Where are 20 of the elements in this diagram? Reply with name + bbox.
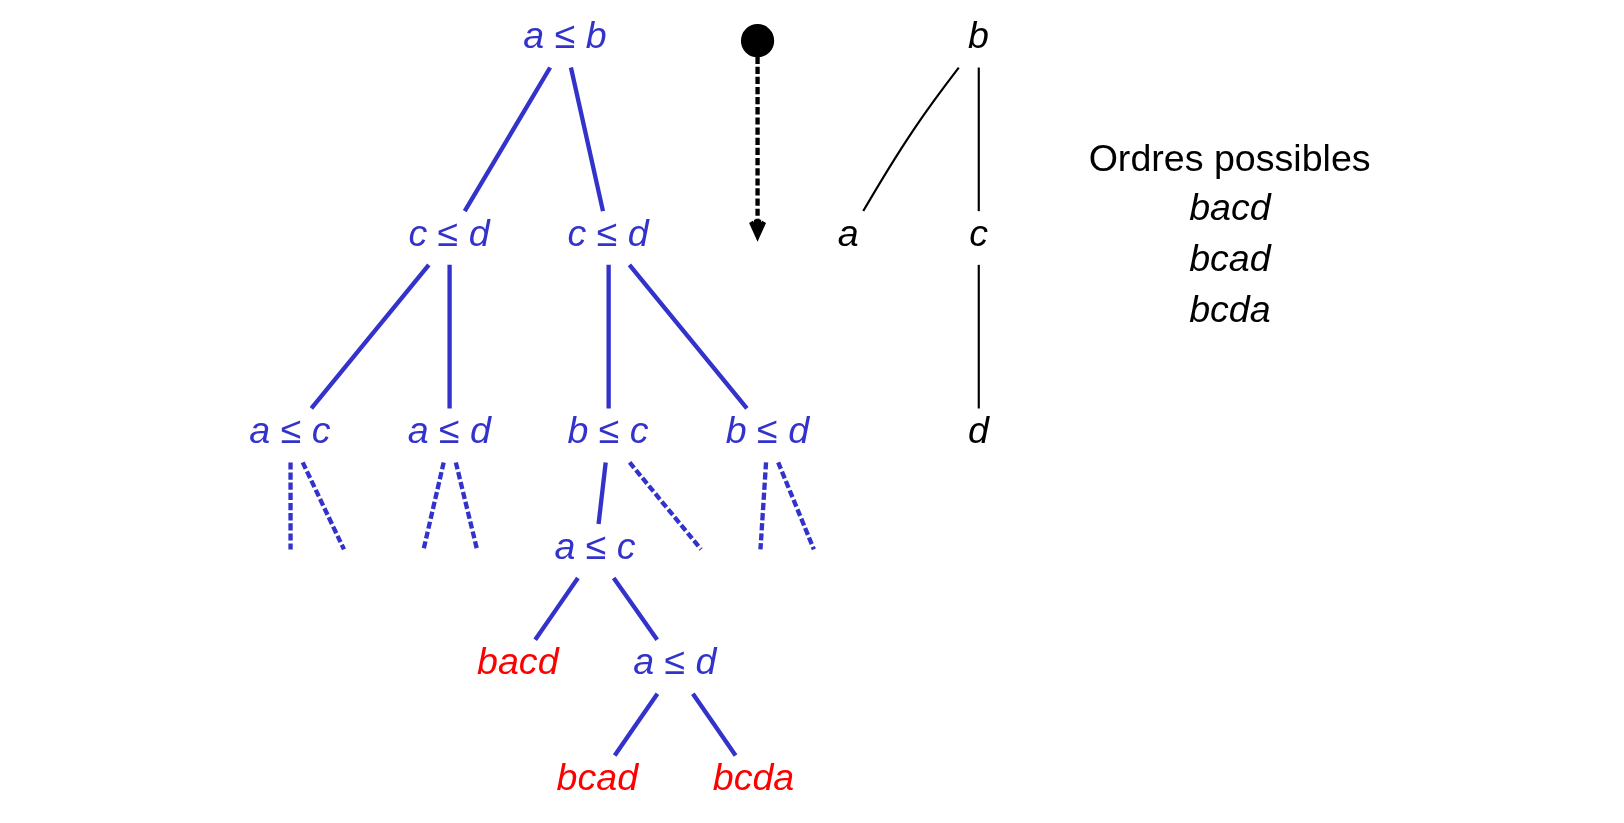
node-text: b ≤ d (725, 409, 809, 452)
node-text: a ≤ d (407, 409, 491, 452)
node-text: c (968, 211, 988, 254)
node-text: c ≤ d (566, 211, 649, 254)
node-text: bcda (712, 756, 794, 799)
label: bcad (1188, 236, 1271, 279)
node-text: b ≤ c (566, 409, 649, 452)
node-text: a (837, 211, 859, 254)
node-text: bcad (556, 756, 638, 799)
node-text: a ≤ c (248, 409, 331, 452)
node-text: d (967, 409, 989, 452)
node-text: a ≤ b (522, 14, 607, 57)
label: Ordres possibles (1088, 137, 1371, 180)
node-text: c ≤ d (407, 211, 490, 254)
node-text: a ≤ d (632, 640, 717, 683)
label: bcda (1188, 287, 1271, 330)
label: bacd (1188, 186, 1271, 229)
node-text: a ≤ c (553, 524, 636, 567)
node-text: bacd (476, 640, 559, 683)
node-text: b (967, 14, 989, 57)
